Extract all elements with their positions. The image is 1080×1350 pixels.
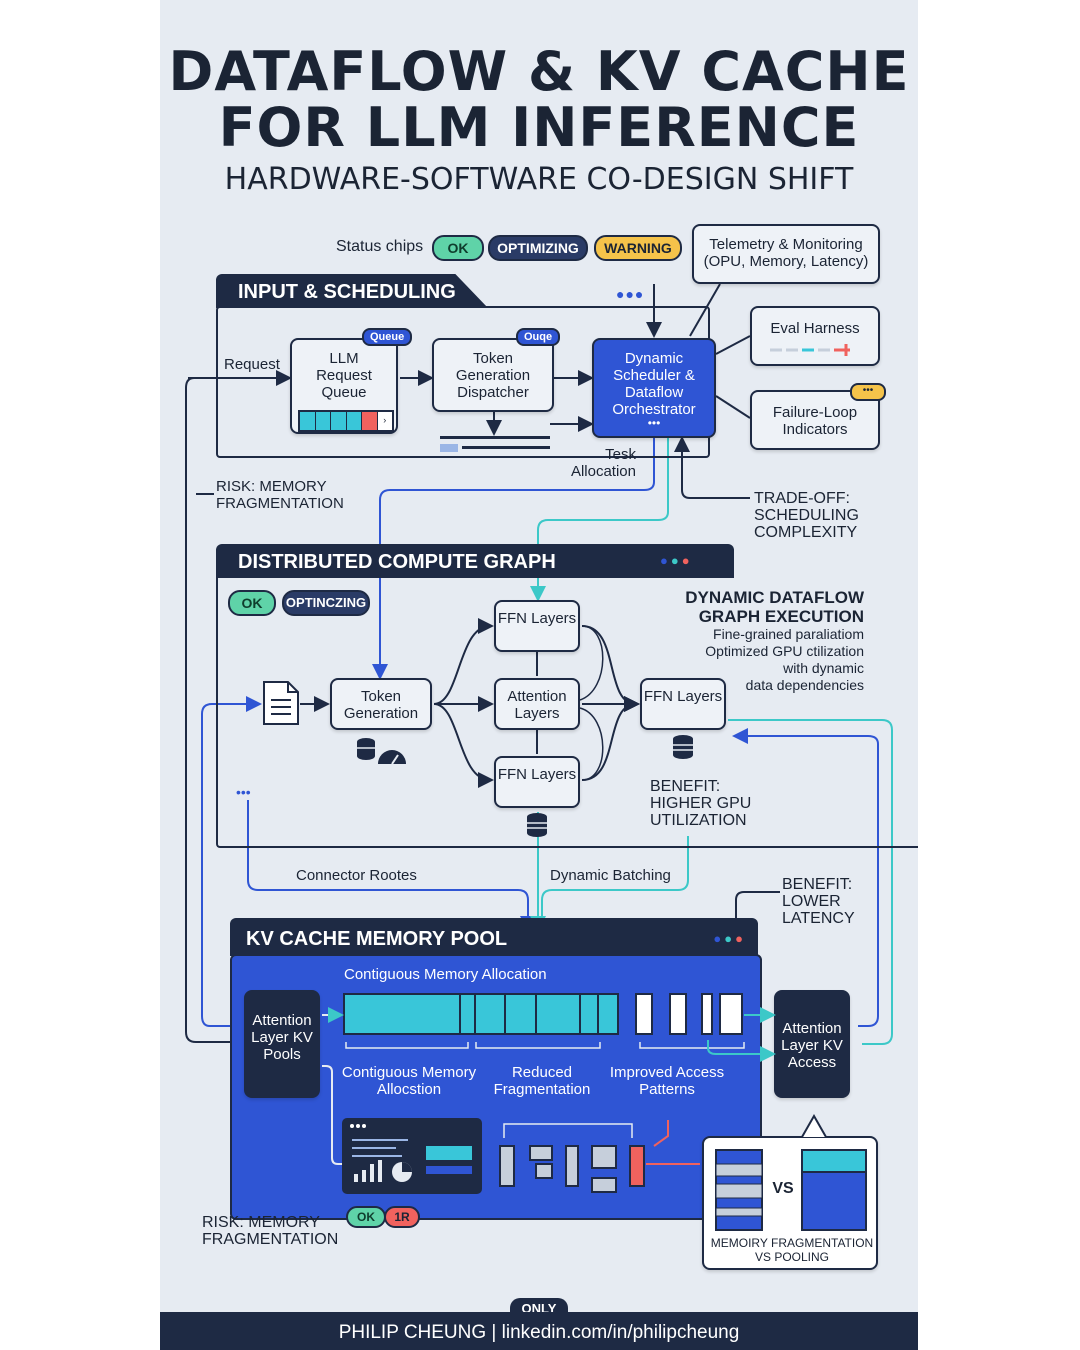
vs-label: VS: [772, 1180, 794, 1197]
subtitle: HARDWARE-SOFTWARE CO-DESIGN SHIFT: [224, 162, 854, 197]
attention-layers-node: Attention Layers: [494, 678, 580, 730]
contiguous-memory-header: Contiguous Memory Allocation: [344, 966, 547, 983]
dataflow-description: Fine-grained paraliatiom Optimized GPU c…: [610, 626, 864, 694]
fragmented-blocks-icon: [499, 1145, 645, 1193]
fragmentation-vs-pooling-caption: MEMOIRY FRAGMENTATION VS POOLING: [710, 1236, 874, 1264]
queue-badge: Queue: [362, 328, 413, 346]
database-gauge-icon: [357, 738, 406, 765]
database-icon: [527, 813, 547, 837]
dynamic-scheduler-orchestrator-node: Dynamic Scheduler & Dataflow Orchestrato…: [592, 338, 716, 438]
title-line-2: FOR LLM INFERENCE: [218, 96, 860, 159]
status-chip-warning: WARNING: [594, 235, 682, 261]
comparison-callout-pointer: [801, 1114, 827, 1138]
queue-slots-bar: ›: [298, 410, 394, 432]
status-chip-optimizing: OPTIMIZING: [488, 235, 588, 261]
dashboard-chart-icon: [342, 1118, 482, 1194]
reduced-fragmentation-label: Reduced Fragmentation: [493, 1064, 591, 1098]
dataflow-desc-line-1: Fine-grained paraliatiom: [713, 626, 864, 642]
fragmentation-pooling-icon: [715, 1149, 867, 1231]
eval-harness-label: Eval Harness: [770, 320, 860, 337]
eval-harness-progress-icon: [770, 344, 850, 356]
request-label: Request: [224, 356, 280, 373]
footer-credit[interactable]: PHILIP CHEUNG | linkedin.com/in/philipch…: [160, 1312, 918, 1350]
compute-graph-title: DISTRIBUTED COMPUTE GRAPH: [216, 544, 734, 578]
attention-layer-kv-access-node: Attention Layer KV Access: [774, 990, 850, 1098]
llm-request-queue-label: LLM Request Queue: [316, 350, 372, 401]
dataflow-desc-line-3: with dynamic: [783, 660, 864, 676]
ffn-layers-bottom-node: FFN Layers: [494, 756, 580, 808]
telemetry-monitoring-box: Telemetry & Monitoring (OPU, Memory, Lat…: [692, 224, 880, 284]
input-menu-dots-icon[interactable]: ●●●: [616, 286, 645, 302]
document-icon: [263, 681, 299, 725]
token-generation-dispatcher-node: Token Generation Dispatcher: [432, 338, 554, 412]
database-icon-right: [673, 735, 693, 759]
status-chip-ok: OK: [432, 235, 484, 261]
kv-chip-red: 1R: [384, 1206, 420, 1228]
dispatcher-badge: Ouqe: [516, 328, 561, 346]
ffn-layers-right-node: FFN Layers: [640, 678, 726, 730]
input-scheduling-title: INPUT & SCHEDULING: [216, 274, 488, 308]
status-chips-label: Status chips: [336, 238, 424, 255]
risk-memory-fragmentation-top: RISK: MEMORY FRAGMENTATION: [216, 478, 344, 512]
dataflow-desc-line-2: Optimized GPU ctilization: [705, 643, 864, 659]
scheduler-dots-icon: •••: [647, 416, 661, 430]
eval-harness-box: Eval Harness: [750, 306, 880, 366]
connector-lines: [185, 283, 893, 1210]
kv-cache-tab-bar: KV CACHE MEMORY POOL ●●●: [230, 918, 758, 956]
benefit-higher-gpu-utilization: BENEFIT: HIGHER GPU UTILIZATION: [650, 778, 752, 829]
compute-chip-ok: OK: [228, 590, 276, 616]
dynamic-dataflow-heading: DYNAMIC DATAFLOW GRAPH EXECUTION: [685, 588, 864, 626]
benefit-lower-latency: BENEFIT: LOWER LATENCY: [782, 876, 855, 927]
improved-access-patterns-label: Improved Access Patterns: [609, 1064, 725, 1098]
task-allocation-label: Tesk Allocation: [570, 446, 636, 480]
kv-window-dots-icon: ●●●: [713, 931, 746, 946]
tradeoff-scheduling-complexity: TRADE-OFF: SCHEDULING COMPLEXITY: [754, 490, 859, 541]
connector-routes-label: Connector Rootes: [296, 867, 417, 884]
token-generation-node: Token Generation: [330, 678, 432, 730]
risk-memory-fragmentation-bottom: RISK: MEMORY FRAGMENTATION: [202, 1214, 339, 1248]
kv-cache-title: KV CACHE MEMORY POOL: [246, 928, 508, 950]
memory-blocks-diagram: [343, 993, 745, 1138]
failure-warning-dots-icon: •••: [850, 383, 886, 401]
title-line-1: DATAFLOW & KV CACHE: [168, 40, 910, 103]
ffn-layers-top-node: FFN Layers: [494, 600, 580, 652]
llm-request-queue-node: LLM Request Queue ›: [290, 338, 398, 434]
infographic-poster: DATAFLOW & KV CACHE FOR LLM INFERENCE HA…: [160, 0, 918, 1350]
kv-connector-lines: [322, 1007, 776, 1165]
compute-chip-optimizing: OPTINCZING: [282, 590, 370, 616]
attention-layer-kv-pools-node: Attention Layer KV Pools: [244, 990, 320, 1098]
dataflow-desc-line-4: data dependencies: [745, 677, 864, 693]
compute-window-dots-icon: ●●●: [660, 553, 693, 568]
compute-graph-panel: [216, 576, 918, 848]
dynamic-batching-label: Dynamic Batching: [550, 867, 671, 884]
input-panel-top-border: [470, 306, 706, 308]
dynamic-scheduler-label: Dynamic Scheduler & Dataflow Orchestrato…: [612, 350, 696, 418]
compute-ellipsis-icon: •••: [236, 784, 251, 800]
contiguous-allocation-label: Contiguous Memory Allocstion: [341, 1064, 477, 1098]
fragmentation-vs-pooling-box: VS MEMOIRY FRAGMENTATION VS POOLING: [702, 1136, 878, 1270]
